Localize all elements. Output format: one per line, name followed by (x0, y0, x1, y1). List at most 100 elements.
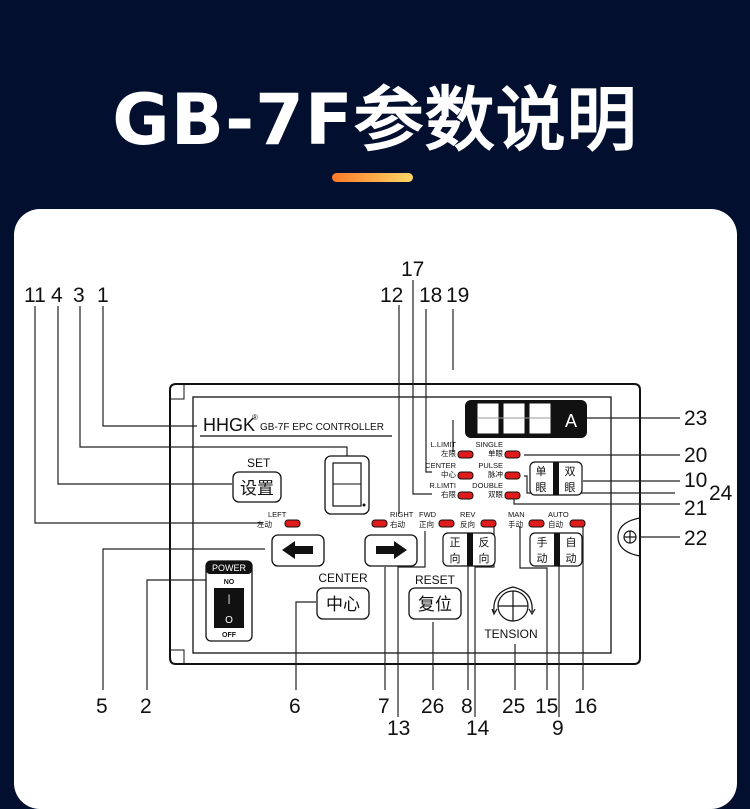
man-label-cn: 手动 (508, 519, 523, 529)
callout-17: 17 (401, 258, 424, 281)
led-auto (569, 519, 586, 528)
right-label-cn: 右动 (390, 519, 405, 529)
rlimit-label-en: R.LIMTI (429, 481, 456, 490)
center-button-label: 中心 (326, 595, 360, 614)
pulse-label-en: PULSE (478, 461, 503, 470)
auto-label-en: AUTO (548, 510, 569, 519)
digit-display (324, 455, 370, 515)
callout-6: 6 (289, 695, 301, 718)
fwd-rev-toggle[interactable]: 正 向 反 向 (442, 532, 496, 567)
callout-23: 23 (684, 407, 707, 430)
left-arrow-button[interactable] (271, 534, 325, 567)
power-off-symbol: O (225, 615, 233, 626)
rev-label-cn: 反向 (460, 519, 475, 529)
pulse-label-cn: 脉冲 (488, 469, 503, 479)
auto-btn-bottom: 动 (566, 552, 577, 565)
man-btn-top: 手 (537, 535, 548, 549)
callout-9: 9 (552, 717, 564, 740)
led-rev (480, 519, 497, 528)
three-digit-display (465, 400, 587, 438)
mount-screw (617, 517, 641, 557)
page-title: GB-7F参数说明 (112, 79, 638, 161)
power-on-label: NO (224, 579, 235, 586)
right-arrow-button[interactable] (364, 534, 418, 567)
double-btn-top: 双 (565, 465, 576, 478)
reset-label: RESET (415, 573, 456, 587)
callout-24: 24 (709, 482, 733, 505)
led-double (504, 491, 521, 500)
set-label: SET (247, 456, 271, 470)
fwd-label-cn: 正向 (419, 519, 434, 529)
callout-12: 12 (380, 284, 403, 307)
reset-button-label: 复位 (418, 595, 452, 614)
inner-panel-frame (192, 396, 612, 654)
brand-logo: HHGK (203, 415, 255, 435)
callout-15: 15 (535, 695, 558, 718)
reset-button[interactable]: 复位 (408, 587, 462, 620)
man-auto-toggle[interactable]: 手 动 自 动 (529, 532, 583, 567)
fwd-label-en: FWD (419, 510, 437, 519)
callout-5: 5 (96, 695, 108, 718)
tension-label: TENSION (484, 627, 537, 641)
led-fwd (438, 519, 455, 528)
llimit-label-en: L.LIMIT (431, 440, 457, 449)
man-label-en: MAN (508, 510, 525, 519)
led-llimit (457, 450, 474, 459)
power-on-symbol: | (228, 594, 231, 605)
led-right (371, 519, 388, 528)
callout-2: 2 (140, 695, 152, 718)
display-unit: A (565, 411, 577, 431)
rev-btn-bottom: 向 (479, 551, 490, 565)
auto-label-cn: 自动 (548, 519, 563, 529)
callout-4: 4 (51, 284, 63, 307)
tension-knob[interactable] (491, 586, 536, 622)
left-label-en: LEFT (268, 510, 287, 519)
callout-13: 13 (387, 717, 410, 740)
led-rlimit (457, 491, 474, 500)
callout-14: 14 (466, 717, 490, 740)
set-button[interactable]: 设置 (232, 471, 282, 503)
title-accent-bar (332, 173, 413, 182)
callout-7: 7 (378, 695, 390, 718)
single-btn-top: 单 (536, 465, 547, 478)
man-btn-bottom: 动 (537, 552, 548, 565)
single-double-toggle[interactable]: 单 眼 双 眼 (529, 461, 583, 496)
callout-16: 16 (574, 695, 597, 718)
power-switch[interactable]: POWER NO | O OFF (205, 560, 253, 642)
led-left (284, 519, 301, 528)
power-off-label: OFF (222, 632, 237, 639)
callout-21: 21 (684, 497, 707, 520)
rlimit-label-cn: 右限 (441, 489, 456, 499)
model-name: GB-7F EPC CONTROLLER (260, 422, 384, 433)
center-ind-label-en: CENTER (425, 461, 456, 470)
arrow-right-icon (376, 541, 407, 559)
callout-22: 22 (684, 527, 707, 550)
arrow-left-icon (282, 541, 313, 559)
center-label: CENTER (318, 571, 368, 585)
left-label-cn: 左动 (257, 519, 272, 529)
callout-18: 18 (419, 284, 442, 307)
registered-mark: ® (252, 413, 258, 422)
power-label: POWER (212, 563, 247, 573)
double-label-en: DOUBLE (472, 481, 503, 490)
fwd-btn-top: 正 (450, 537, 461, 549)
fwd-btn-bottom: 向 (450, 551, 461, 565)
controller-housing (169, 383, 641, 665)
single-btn-bottom: 眼 (536, 481, 547, 494)
callout-26: 26 (421, 695, 444, 718)
callout-20: 20 (684, 444, 707, 467)
callout-10: 10 (684, 469, 707, 492)
callout-3: 3 (73, 284, 85, 307)
callout-1: 1 (97, 284, 109, 307)
center-ind-label-cn: 中心 (441, 469, 456, 479)
diagram-card (14, 209, 737, 809)
center-button[interactable]: 中心 (316, 587, 370, 620)
rev-btn-top: 反 (479, 536, 490, 549)
led-center (457, 471, 474, 480)
auto-btn-top: 自 (566, 536, 577, 549)
rev-label-en: REV (460, 510, 475, 519)
led-pulse (504, 471, 521, 480)
rotate-arrow-icon (493, 586, 533, 613)
double-label-cn: 双眼 (488, 490, 503, 499)
right-label-en: RIGHT (390, 510, 414, 519)
